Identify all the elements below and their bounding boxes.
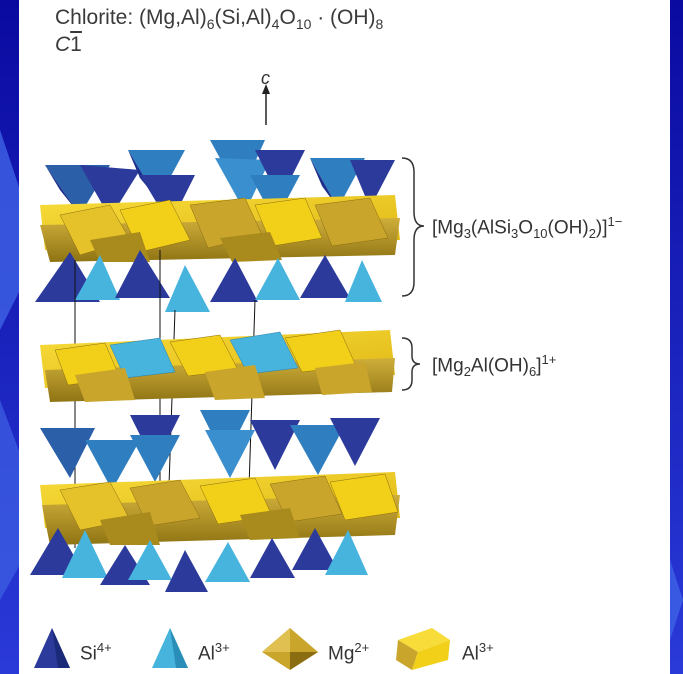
bottom-lower-tetrahedral-sheet	[30, 528, 368, 592]
interlayer-octahedral-sheet	[40, 329, 395, 402]
brucite-layer-formula: [Mg2Al(OH)6]1+	[432, 352, 557, 380]
brucite-layer-brace	[401, 337, 421, 391]
mineral-formula-title: Chlorite: (Mg,Al)6(Si,Al)4O10 · (OH)8	[55, 6, 384, 32]
bottom-octahedral-sheet	[40, 472, 400, 545]
talc-layer-formula: [Mg3(AlSi3O10(OH)2)]1−	[432, 214, 623, 242]
legend-mg-octahedron-icon	[262, 628, 318, 670]
top-lower-tetrahedral-sheet	[35, 250, 382, 312]
legend-si-tetrahedron-icon	[34, 628, 70, 668]
legend-label-mg: Mg2+	[328, 640, 370, 665]
legend-label-al-octa: Al3+	[462, 640, 494, 665]
c-axis-arrow	[262, 84, 270, 125]
talc-layer-brace	[401, 157, 425, 297]
legend-al-tetrahedron-icon	[152, 628, 188, 668]
top-octahedral-sheet	[40, 195, 400, 262]
space-group-label: C1	[55, 33, 82, 56]
legend-label-si: Si4+	[80, 640, 112, 665]
legend-al-octahedron-icon	[396, 628, 450, 670]
top-tetrahedral-sheet	[45, 140, 395, 225]
c-axis-label: c	[261, 68, 270, 88]
legend-label-al-tetra: Al3+	[198, 640, 230, 665]
bottom-upper-tetrahedral-sheet	[40, 410, 380, 490]
